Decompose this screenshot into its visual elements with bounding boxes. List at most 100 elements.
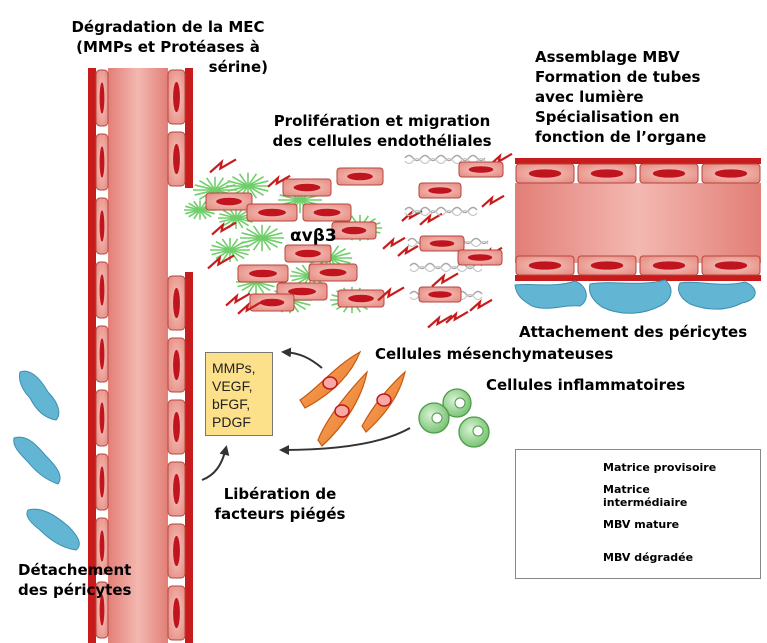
cell-nucleus: [293, 183, 321, 192]
vessel-endothelial-cells: [95, 69, 109, 639]
cell-nucleus: [173, 287, 180, 319]
degraded-mbv-fragment: [397, 244, 419, 257]
cell-nucleus: [99, 338, 105, 370]
cell-nucleus: [99, 402, 105, 434]
pericyte: [13, 436, 61, 485]
vessel-wall-left: [88, 68, 96, 643]
ecm-degradation-label: Dégradation de la MEC (MMPs et Protéases…: [71, 18, 268, 76]
cell-nucleus: [258, 208, 286, 217]
cell-nucleus: [173, 535, 180, 567]
degraded-mbv-fragment: [427, 314, 453, 329]
proliferation-label: Prolifération et migration des cellules …: [272, 112, 492, 150]
provisional-matrix-fiber: [210, 238, 250, 262]
cell-nucleus: [319, 268, 347, 277]
cell-nucleus: [652, 261, 686, 270]
cell-nucleus: [173, 411, 180, 443]
degraded-mbv-fragment: [431, 272, 459, 288]
mature-vessel-lumen: [515, 183, 761, 263]
pericyte: [19, 370, 60, 421]
degraded-mbv-fragment: [237, 301, 261, 315]
assembly-label: Assemblage MBV Formation de tubes avec l…: [535, 48, 707, 146]
cell-nucleus: [714, 169, 748, 178]
intermediate-matrix-fiber: [404, 206, 478, 214]
cell-nucleus: [652, 169, 686, 178]
vessel-endothelial-cells-right: [167, 69, 186, 641]
cell-nucleus: [347, 172, 373, 181]
cell-nucleus: [590, 261, 624, 270]
cell-nucleus: [99, 466, 105, 498]
arrow-mesenchymal-to-factors: [281, 347, 323, 369]
cell-nucleus: [216, 197, 242, 206]
proliferating-endothelial-cells: [184, 167, 385, 314]
cell-nucleus: [288, 287, 316, 296]
cell-nucleus: [173, 349, 180, 381]
cell-nucleus: [295, 249, 321, 258]
legend-degraded-mbv: MBV dégradée: [603, 551, 694, 564]
degraded-mbv-fragment: [211, 221, 237, 236]
inflammatory-nucleus: [472, 425, 484, 437]
inflammatory-nucleus: [431, 412, 443, 424]
intermediate-matrix-fiber: [409, 265, 483, 273]
cell-nucleus: [348, 294, 374, 303]
mesenchymal-cells: [299, 350, 407, 447]
fiber-strand: [279, 194, 321, 206]
cell-nucleus: [528, 169, 562, 178]
mature-vessel-wall-bottom: [515, 275, 761, 281]
cell-nucleus: [173, 143, 180, 175]
arrow-inflammatory-to-factors: [279, 427, 411, 455]
mature-vessel-cells-bottom: [515, 255, 761, 276]
pericyte-attachment-label: Attachement des péricytes: [519, 323, 748, 341]
legend-intermediate-matrix: Matrice intermédiaire: [603, 483, 688, 509]
cell-nucleus: [590, 169, 624, 178]
intermediate-matrix-zone: [404, 154, 504, 303]
pericyte-detachment-label: Détachement des péricytes: [18, 561, 132, 599]
integrin-label: αvβ3: [290, 226, 337, 246]
inflammatory-nucleus: [454, 397, 466, 409]
degraded-mbv-fragment: [209, 158, 237, 174]
inflammatory-cells: [418, 388, 490, 448]
cell-nucleus: [99, 594, 105, 626]
arrows: [201, 347, 411, 481]
pericyte: [26, 508, 80, 551]
degraded-mbv-fragment: [382, 236, 406, 250]
pericyte: [677, 281, 756, 310]
legend-mature-mbv: MBV mature: [603, 518, 680, 531]
fiber-strand: [241, 232, 283, 244]
trapped-factors-box: MMPs, VEGF, bFGF, PDGF: [205, 352, 273, 436]
mesenchymal-label: Cellules mésenchymateuses: [375, 345, 614, 363]
cell-nucleus: [173, 597, 180, 629]
detached-pericytes: [13, 370, 80, 551]
degraded-mbv-fragment: [419, 212, 443, 226]
cell-nucleus: [429, 240, 455, 247]
vessel-wall-right-lower: [185, 272, 193, 643]
provisional-matrix-fiber: [226, 172, 270, 200]
cell-nucleus: [714, 261, 748, 270]
cell-nucleus: [341, 226, 367, 235]
intermediate-matrix-fiber: [404, 209, 478, 217]
degraded-mbv-fragment: [445, 310, 469, 324]
legend-provisional-matrix: Matrice provisoire: [603, 461, 717, 474]
provisional-matrix-fiber: [218, 207, 254, 229]
mature-vessel: [514, 158, 761, 314]
pericyte: [589, 279, 672, 314]
degraded-vessel: [88, 68, 193, 643]
mesenchymal-nucleus: [334, 404, 350, 418]
inflammatory-label: Cellules inflammatoires: [486, 376, 686, 394]
cell-nucleus: [428, 187, 452, 194]
cell-nucleus: [99, 146, 105, 178]
mesenchymal-nucleus: [376, 393, 392, 407]
cell-nucleus: [468, 166, 494, 173]
cell-nucleus: [173, 81, 180, 113]
mature-vessel-wall-top: [515, 158, 761, 164]
intermediate-matrix-fiber: [404, 154, 486, 162]
provisional-matrix-fiber: [193, 176, 237, 204]
cell-nucleus: [467, 254, 493, 261]
arrow-release: [201, 445, 230, 481]
cell-nucleus: [99, 82, 105, 114]
cell-nucleus: [99, 210, 105, 242]
cell-nucleus: [428, 291, 452, 298]
degraded-mbv-fragment: [377, 286, 405, 302]
mature-vessel-cells-top: [515, 163, 761, 184]
degraded-mbv-fragment: [489, 152, 513, 166]
cell-nucleus: [173, 473, 180, 505]
